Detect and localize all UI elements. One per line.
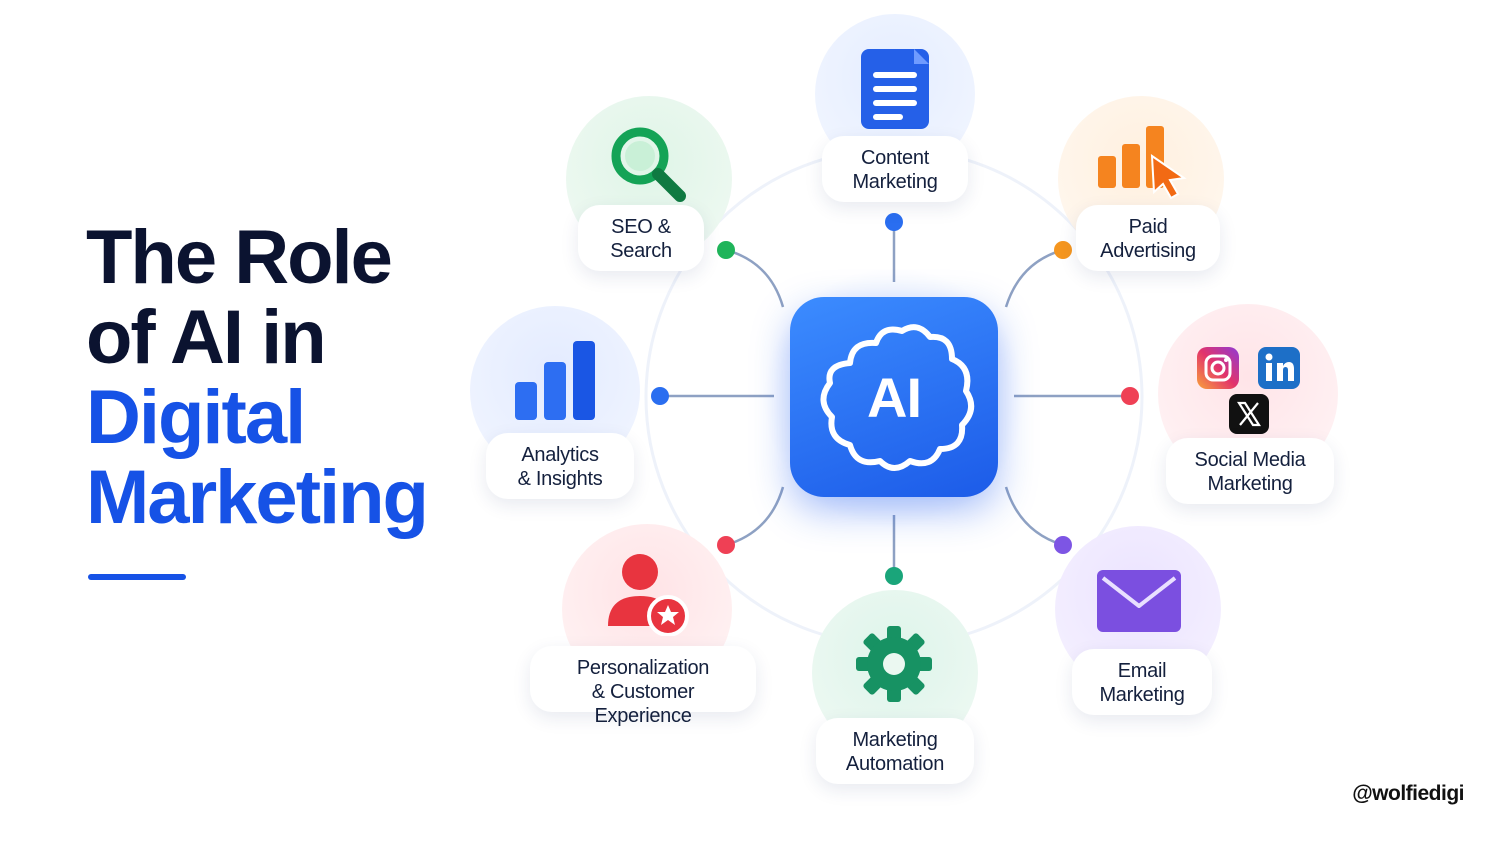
connector-seo: [725, 248, 785, 308]
personalization-line-1: Personalization: [576, 657, 710, 679]
bar-chart-cursor-icon: [1098, 126, 1187, 200]
paid-line-1: Paid: [1128, 216, 1168, 238]
social-line-2: Marketing: [1207, 473, 1293, 495]
ai-label: AI: [867, 366, 922, 429]
user-star-icon: [608, 554, 689, 636]
bar-chart-icon: [515, 341, 595, 420]
dot-analytics: [651, 387, 669, 405]
dot-paid: [1054, 241, 1072, 259]
author-handle: @wolfiedigi: [1352, 782, 1464, 805]
title-line-3: Digital: [86, 375, 306, 460]
label-marketing-automation: Marketing Automation: [816, 718, 974, 784]
dot-seo: [717, 241, 735, 259]
title-underline: [88, 574, 186, 580]
magnifier-icon: [611, 127, 686, 202]
label-paid-advertising: Paid Advertising: [1076, 205, 1220, 271]
connector-personalization: [725, 486, 785, 547]
content-line-2: Marketing: [852, 171, 938, 193]
dot-content: [885, 213, 903, 231]
title-line-1: The Role: [86, 215, 393, 300]
connector-paid: [1004, 248, 1064, 308]
dot-automation: [885, 567, 903, 585]
label-social-media: Social Media Marketing: [1166, 438, 1334, 504]
label-personalization: Personalization & Customer Experience: [530, 646, 756, 727]
envelope-icon: [1097, 570, 1181, 632]
automation-line-1: Marketing: [852, 729, 938, 751]
dot-social: [1121, 387, 1139, 405]
social-line-1: Social Media: [1194, 449, 1306, 471]
linkedin-icon: [1258, 347, 1300, 389]
ai-center-node: AI: [790, 297, 998, 497]
page-title: The Role of AI in Digital Marketing: [86, 215, 429, 540]
paid-line-2: Advertising: [1100, 240, 1196, 262]
label-email-marketing: Email Marketing: [1072, 649, 1212, 715]
email-line-1: Email: [1117, 660, 1167, 682]
seo-line-1: SEO &: [611, 216, 671, 238]
title-line-2: of AI in: [86, 295, 327, 380]
label-seo-search: SEO & Search: [578, 205, 704, 271]
analytics-line-1: Analytics: [521, 444, 599, 466]
document-icon: [861, 49, 929, 129]
gear-icon: [856, 626, 932, 702]
x-icon: [1229, 394, 1269, 434]
automation-line-2: Automation: [845, 753, 945, 775]
brain-cloud-icon: [820, 324, 975, 471]
label-content-marketing: Content Marketing: [822, 136, 968, 202]
email-line-2: Marketing: [1099, 684, 1185, 706]
label-analytics-insights: Analytics & Insights: [486, 433, 634, 499]
analytics-line-2: & Insights: [517, 468, 603, 490]
title-line-4: Marketing: [86, 455, 429, 540]
seo-line-2: Search: [610, 240, 672, 262]
connector-email: [1004, 486, 1064, 547]
content-line-1: Content: [861, 147, 929, 169]
instagram-icon: [1197, 347, 1239, 389]
dot-personalization: [717, 536, 735, 554]
personalization-line-2: & Customer Experience: [591, 681, 695, 727]
dot-email: [1054, 536, 1072, 554]
